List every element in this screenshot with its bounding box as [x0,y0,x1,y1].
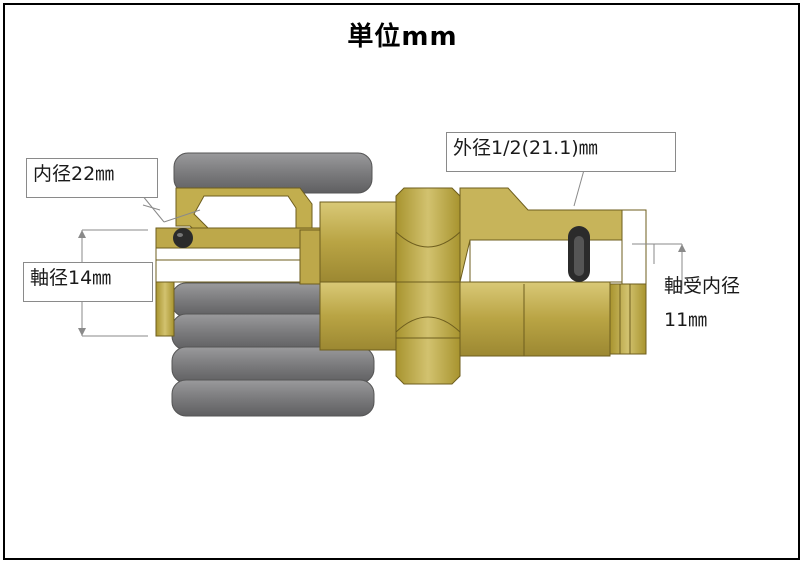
hex-cutaway [459,187,647,283]
shaft-diameter-label: 軸径14㎜ [23,262,153,302]
hex-nut [395,187,461,385]
inner-diameter-label: 内径22㎜ [26,158,158,198]
outer-diameter-label: 外径1/2(21.1)㎜ [446,132,676,172]
bearing-inner-diameter-line2: 11㎜ [664,309,708,331]
dimension-arrows [78,230,686,336]
right-oring [568,226,590,282]
left-oring [173,228,193,248]
right-tube [459,209,647,357]
middle-body [319,201,397,351]
unit-title: 単位mm [347,22,458,52]
leader-lines [81,169,683,337]
bearing-inner-diameter-line1: 軸受内径 [664,275,741,297]
bearing-inner-diameter-label: 軸受内径 11㎜ [664,272,740,334]
left-coupling-body [155,187,321,337]
